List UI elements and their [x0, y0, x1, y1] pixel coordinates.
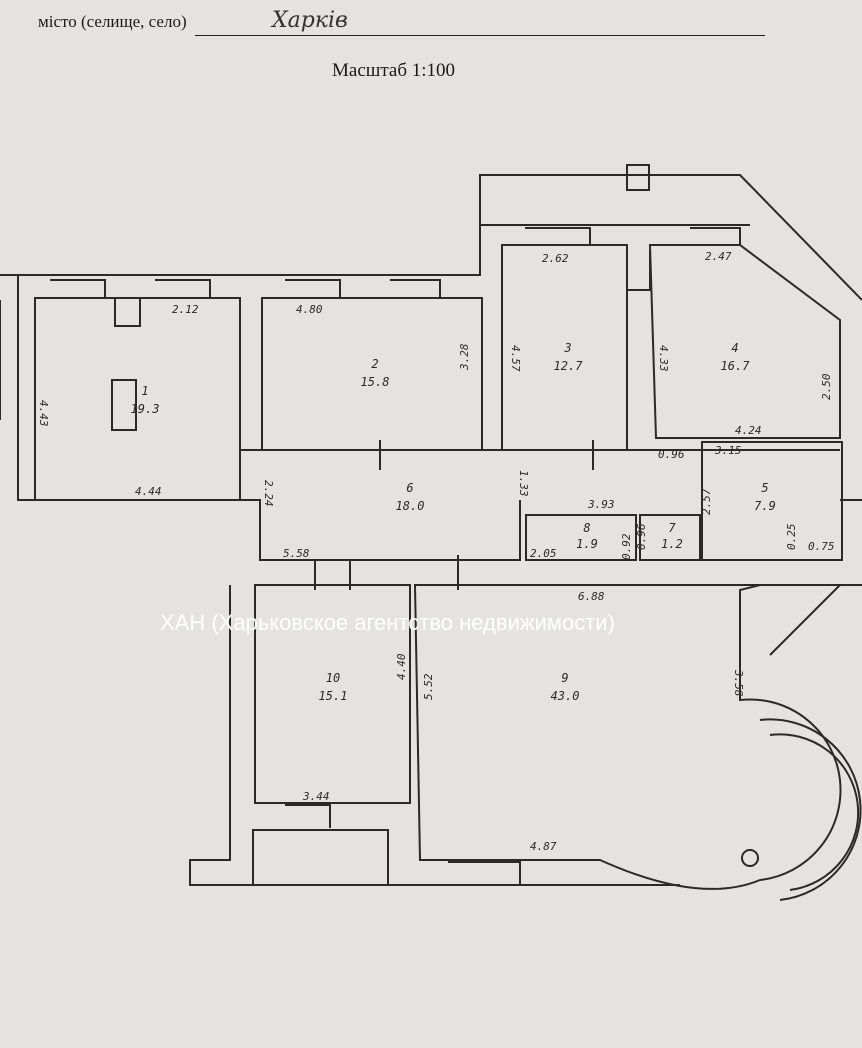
- scale-label: Масштаб 1:100: [332, 60, 456, 81]
- dimension-label: 0.75: [808, 540, 835, 553]
- room-8: 81.9: [576, 521, 598, 551]
- room-label: 12.7: [554, 359, 584, 373]
- dimension-label: 2.24: [262, 480, 275, 507]
- city-label: місто (селище, село): [38, 12, 187, 31]
- dimension-label: 3.15: [714, 444, 742, 457]
- room-label: 1.9: [576, 537, 598, 551]
- room-label: 15.8: [361, 375, 390, 389]
- dimension-label: 6.88: [578, 590, 605, 603]
- dimension-label: 4.44: [135, 485, 162, 498]
- room-label: 19.3: [131, 402, 160, 416]
- room-10: 10 15.1: [319, 671, 348, 703]
- dimension-label: 0.25: [785, 524, 798, 551]
- dimension-label: 1.33: [517, 470, 530, 497]
- dimension-label: 4.80: [296, 303, 323, 316]
- dimension-label: 3.58: [732, 669, 745, 697]
- room-label: 15.1: [319, 689, 348, 703]
- dimension-label: 5.58: [283, 547, 310, 560]
- room-label: 7.9: [754, 499, 776, 513]
- dimension-label: 2.05: [530, 547, 557, 560]
- room-label: 7: [668, 521, 676, 535]
- room-label: 8: [583, 521, 590, 535]
- dimension-label: 4.24: [735, 424, 762, 437]
- dimension-label: 0.96: [658, 448, 685, 461]
- dimension-label: 2.47: [705, 250, 732, 263]
- dimension-label: 3.44: [302, 790, 330, 803]
- room-label: 10: [326, 671, 340, 685]
- dimension-label: 4.33: [657, 345, 670, 372]
- room-label: 18.0: [396, 499, 425, 513]
- room-label: 1.2: [661, 537, 683, 551]
- room-2: 215.8: [361, 357, 390, 389]
- dimension-label: 4.40: [395, 653, 408, 680]
- dimension-label: 4.43: [37, 400, 50, 427]
- dimension-label: 3.93: [587, 498, 615, 511]
- room-1: 119.3: [131, 384, 160, 416]
- room-label: 9: [561, 671, 568, 685]
- room-label: 6: [406, 481, 413, 495]
- room-label: 3: [563, 341, 571, 355]
- room-label: 5: [761, 481, 768, 495]
- room-label: 2: [371, 357, 378, 371]
- dimension-label: 0.96: [635, 523, 648, 550]
- dimension-label: 4.57: [509, 345, 522, 372]
- room-5: 57.9: [754, 481, 776, 513]
- dimension-label: 0.92: [620, 533, 633, 560]
- city-value: Харків: [272, 8, 348, 33]
- walls: [0, 164, 862, 901]
- room-4: 416.7: [721, 341, 751, 373]
- dimension-label: 2.12: [172, 303, 199, 316]
- room-6: 618.0: [396, 481, 425, 513]
- room-7: 71.2: [661, 521, 683, 551]
- room-3: 312.7: [554, 341, 584, 373]
- room-9: 943.0: [551, 671, 580, 703]
- dimension-label: 2.62: [542, 252, 569, 265]
- city-underline: [195, 35, 765, 36]
- dimension-label: 2.50: [820, 373, 833, 400]
- dimension-labels: 2.12 4.43 4.44 4.80 3.28 2.62 4.57 2.47 …: [37, 250, 835, 853]
- room-label: 16.7: [721, 359, 751, 373]
- dimension-label: 4.87: [530, 840, 557, 853]
- room-labels: 119.3 215.8 312.7 416.7 57.9 618.0 71.2 …: [131, 341, 776, 703]
- room-label: 43.0: [551, 689, 580, 703]
- dimension-label: 2.57: [700, 488, 713, 515]
- dimension-label: 3.28: [458, 343, 471, 371]
- room-label: 4: [731, 341, 738, 355]
- watermark: ХАН (Харьковское агентство недвижимости): [160, 610, 615, 635]
- dimension-label: 5.52: [422, 673, 435, 700]
- room-label: 1: [141, 384, 148, 398]
